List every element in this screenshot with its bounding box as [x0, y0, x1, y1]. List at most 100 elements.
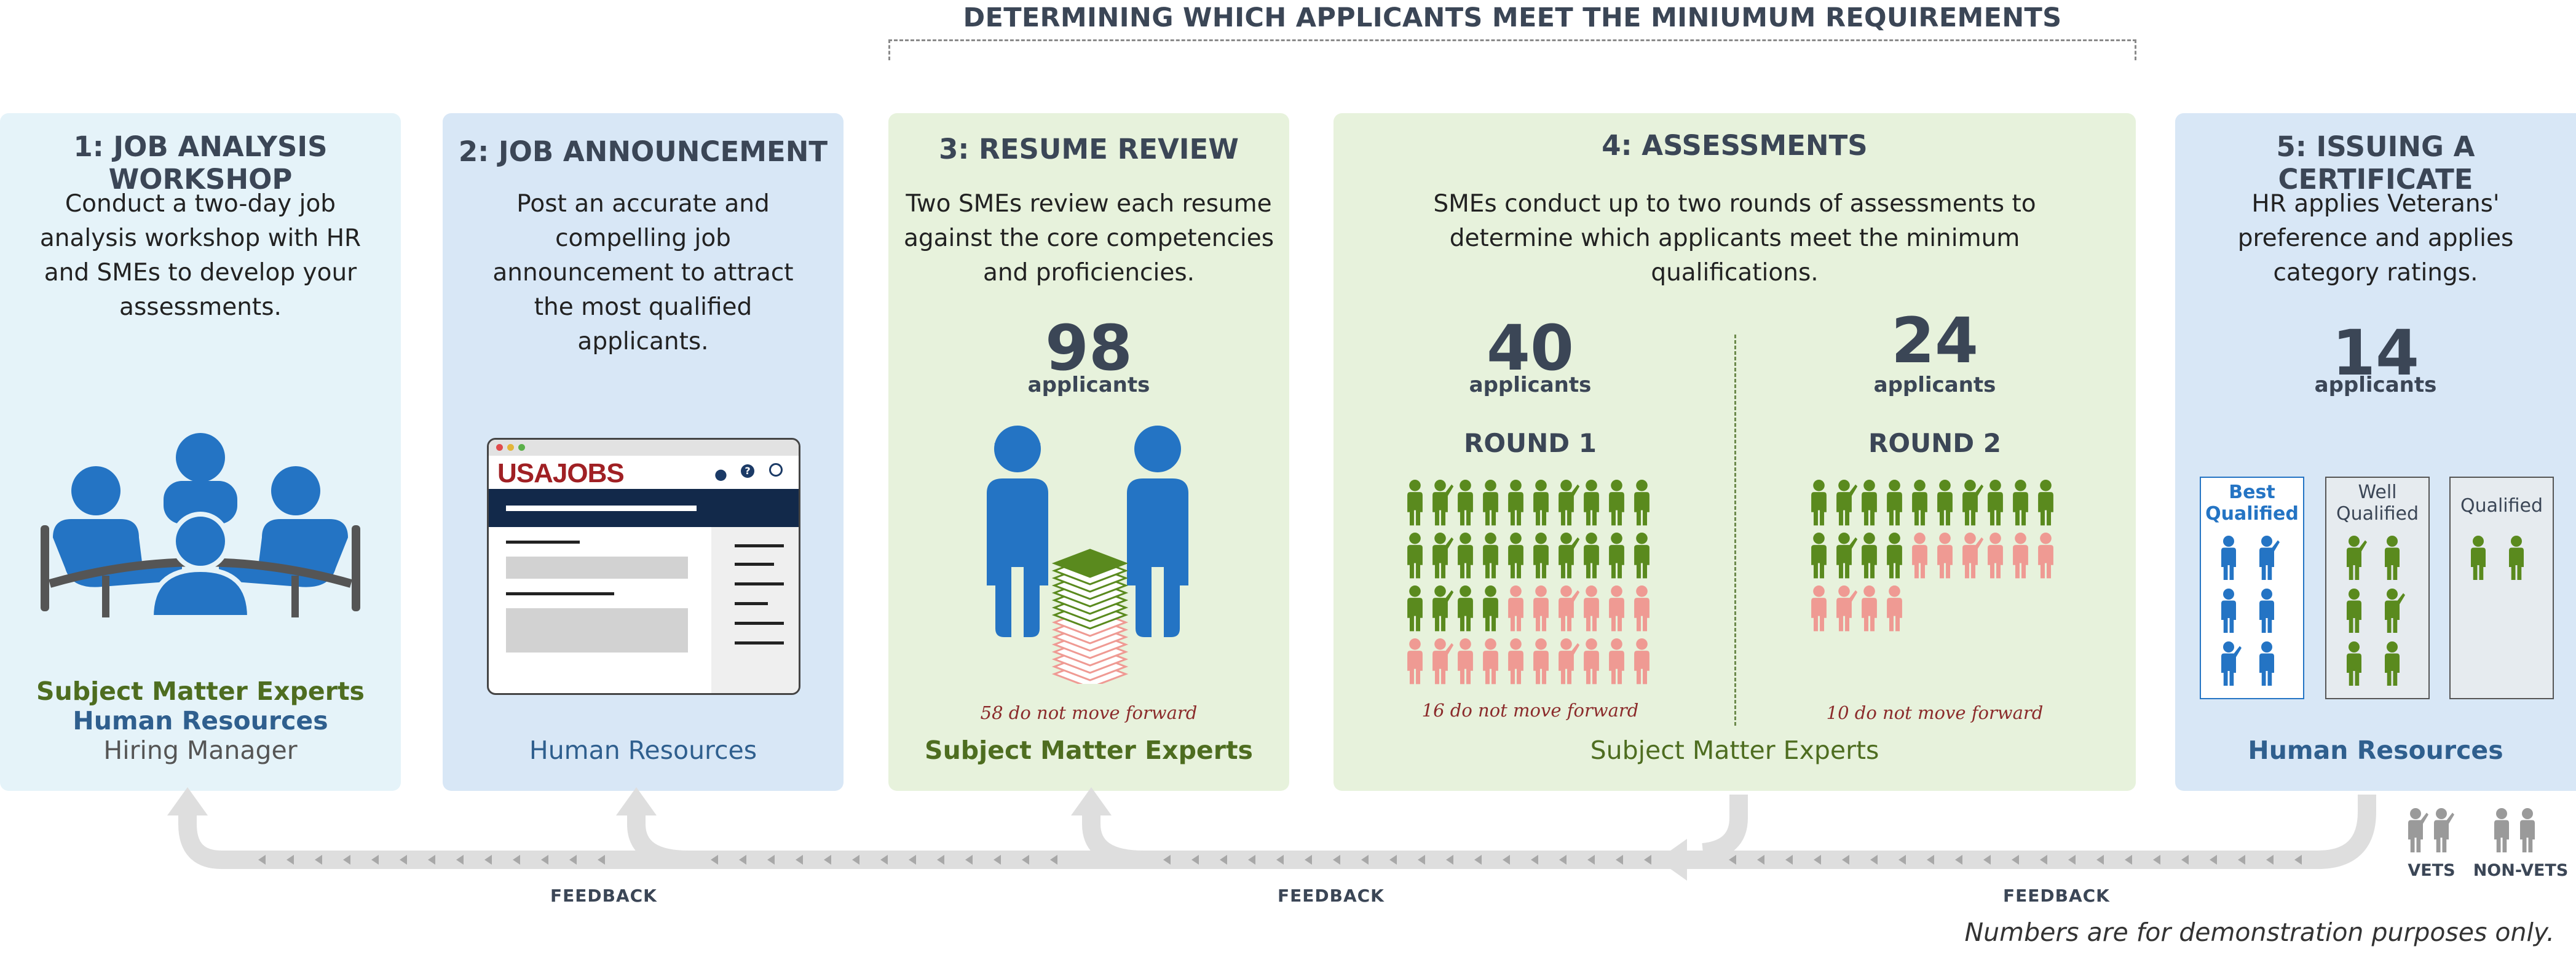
category-qualified: Qualified [2449, 477, 2554, 699]
person-icon [1609, 638, 1624, 684]
round2-applicant-label: applicants [1873, 373, 1996, 397]
search-icon [769, 463, 783, 477]
person-icon [1887, 480, 1902, 526]
step-description: HR applies Veterans' preference and appl… [2237, 190, 2514, 287]
person-icon [1508, 585, 1523, 632]
person-icon [1988, 533, 2003, 579]
person-icon [1407, 638, 1423, 684]
person-icon [1458, 585, 1473, 632]
feedback-chevrons [258, 855, 2302, 865]
vets-legend-icon [2408, 808, 2454, 852]
person-icon [1584, 585, 1599, 632]
step-job-announcement: 2: JOB ANNOUNCEMENT Post an accurate and… [443, 113, 844, 791]
person-icon [1458, 480, 1473, 526]
person-icon [2038, 533, 2053, 579]
person-icon [1508, 638, 1523, 684]
person-icon [1533, 480, 1549, 526]
person-icon [1483, 585, 1498, 632]
person-icon [2221, 589, 2236, 633]
step-title: 5: ISSUING A CERTIFICATE [2276, 130, 2475, 196]
usajobs-logo: USAJOBS [497, 458, 625, 488]
step-title: 4: ASSESSMENTS [1602, 129, 1868, 162]
person-icon [1862, 533, 1877, 579]
person-icon [1584, 533, 1599, 579]
step-title: 2: JOB ANNOUNCEMENT [458, 135, 828, 168]
role-human-resources: Human Resources [73, 706, 328, 736]
person-icon [2259, 589, 2274, 633]
person-icon [2221, 641, 2242, 686]
person-icon [2038, 480, 2053, 526]
person-icon [1634, 638, 1650, 684]
person-icon [1634, 585, 1650, 632]
feedback-label-2: FEEDBACK [1278, 886, 1385, 906]
person-icon [1937, 533, 1953, 579]
feedback-label-1: FEEDBACK [550, 886, 657, 906]
step-title: 3: RESUME REVIEW [939, 133, 1239, 165]
person-icon [2471, 536, 2486, 580]
person-icon [1609, 480, 1624, 526]
person-icon [2494, 808, 2509, 852]
person-icon [1508, 480, 1523, 526]
person-icon [1609, 585, 1624, 632]
qualified-applicants [2471, 536, 2524, 580]
person-icon [1533, 638, 1549, 684]
person-icon [1836, 480, 1858, 526]
not-forward-note: 58 do not move forward [980, 702, 1198, 723]
person-icon [1508, 533, 1523, 579]
person-icon [2347, 589, 2361, 633]
help-icon: ? [741, 464, 754, 478]
person-icon [2385, 641, 2400, 686]
meeting-table-icon [41, 433, 360, 617]
person-icon [1836, 585, 1858, 632]
person-icon [1634, 533, 1650, 579]
browser-titlebar [489, 440, 799, 456]
person-icon [1862, 585, 1877, 632]
role-hiring-manager: Hiring Manager [103, 736, 298, 765]
person-icon [2347, 641, 2361, 686]
step-assessments: 4: ASSESSMENTS SMEs conduct up to two ro… [1333, 113, 2136, 791]
person-icon [1559, 638, 1580, 684]
round1-label: ROUND 1 [1463, 428, 1597, 458]
role-subject-matter-experts: Subject Matter Experts [1590, 736, 1879, 765]
round1-applicant-label: applicants [1469, 373, 1592, 397]
role-subject-matter-experts: Subject Matter Experts [36, 676, 365, 706]
round1-applicant-count: 40 [1487, 312, 1574, 385]
person-icon [1988, 480, 2003, 526]
feedback-label-3: FEEDBACK [2003, 886, 2110, 906]
person-icon [1559, 585, 1580, 632]
person-icon [1962, 533, 1984, 579]
person-icon [1559, 480, 1580, 526]
step-description: SMEs conduct up to two rounds of assessm… [1433, 190, 2036, 287]
legend-nonvets-label: NON-VETS [2473, 861, 2569, 880]
person-icon [1483, 533, 1498, 579]
round-divider [1734, 335, 1736, 726]
person-icon [2013, 480, 2028, 526]
person-icon [1533, 585, 1549, 632]
person-icon [2385, 589, 2405, 633]
step-job-analysis-workshop: 1: JOB ANALYSIS WORKSHOP Conduct a two-d… [0, 113, 401, 791]
resume-stack-icon [1051, 549, 1129, 684]
two-reviewers-icon [987, 426, 1188, 684]
person-icon [1609, 533, 1624, 579]
round2-applicant-grid [1811, 480, 2053, 632]
person-icon [2509, 536, 2524, 580]
person-icon [1584, 638, 1599, 684]
person-icon [1407, 533, 1423, 579]
requirements-bracket [888, 39, 2136, 60]
round1-not-forward-note: 16 do not move forward [1421, 700, 1639, 721]
step-title: 1: JOB ANALYSIS WORKSHOP [73, 130, 328, 196]
person-icon [1584, 480, 1599, 526]
person-icon [2520, 808, 2535, 852]
person-icon [1559, 533, 1580, 579]
step-description: Two SMEs review each resume against the … [903, 190, 1274, 287]
applicant-count: 98 [1045, 312, 1132, 385]
person-icon [2259, 536, 2280, 580]
person-icon [1458, 638, 1473, 684]
category-best-qualified: Best Qualified [2200, 477, 2304, 699]
person-icon [1887, 533, 1902, 579]
person-icon [1483, 480, 1498, 526]
step-resume-review: 3: RESUME REVIEW Two SMEs review each re… [888, 113, 1289, 791]
person-icon [2408, 808, 2428, 852]
nonvets-legend-icon [2494, 808, 2535, 852]
round1-applicant-grid [1407, 480, 1650, 684]
